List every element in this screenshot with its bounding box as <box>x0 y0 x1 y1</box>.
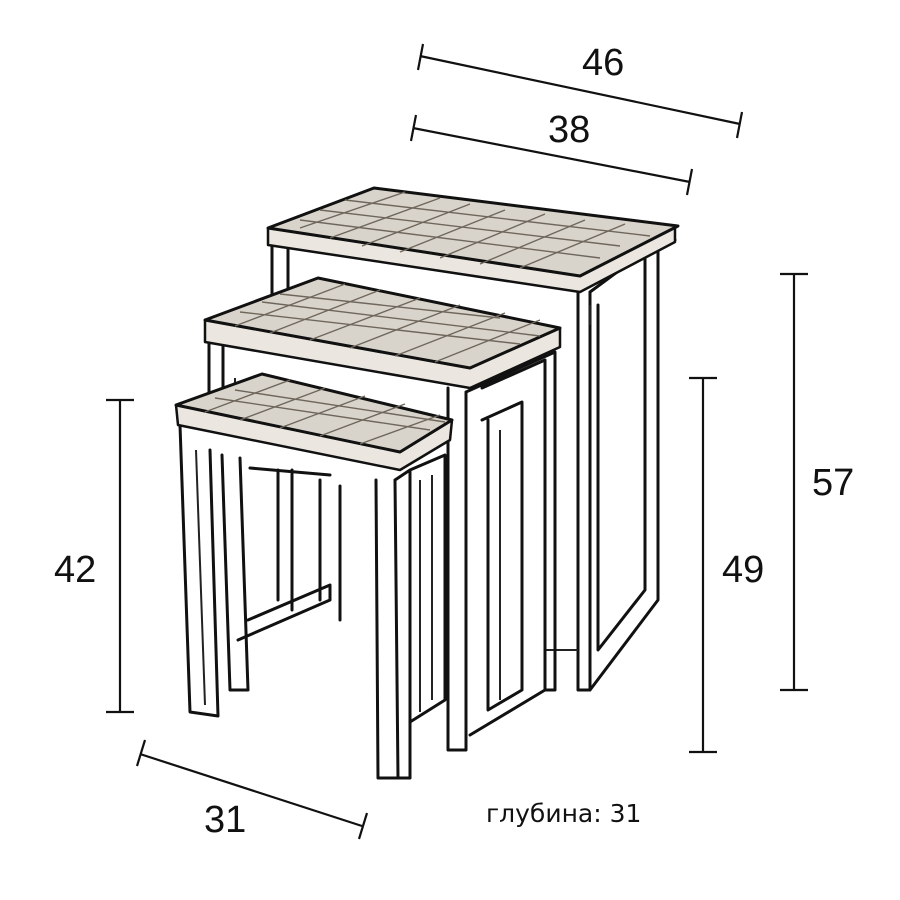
dim-label-57: 57 <box>812 462 854 504</box>
dimension-height-medium: 49 <box>689 376 764 754</box>
small-table <box>174 372 454 780</box>
small-table-side-rails <box>195 449 433 712</box>
dim-tick <box>409 114 418 142</box>
dim-tick <box>416 43 425 71</box>
large-table-wood-grain <box>299 191 651 269</box>
small-table-wood-grain <box>204 379 446 445</box>
dim-tick <box>685 168 694 196</box>
dim-label-31: 31 <box>204 799 246 841</box>
large-table-top <box>266 186 680 278</box>
dim-label-49: 49 <box>722 549 764 591</box>
dim-label-38: 38 <box>548 109 590 151</box>
dimension-width-medium: 38 <box>409 109 694 196</box>
dim-line-31 <box>139 752 363 828</box>
dim-line-38 <box>412 126 691 184</box>
large-table-inner-rail <box>545 305 591 651</box>
medium-table-top <box>203 276 562 370</box>
medium-table-wood-grain <box>234 283 541 363</box>
dim-tick <box>735 111 744 139</box>
large-table-right-frame <box>576 238 677 692</box>
large-table <box>266 186 680 692</box>
dim-tick <box>357 812 369 840</box>
dimension-height-small: 42 <box>54 398 134 714</box>
dimension-height-large: 57 <box>780 272 854 692</box>
dim-line-46 <box>419 54 741 126</box>
depth-note: глубина: 31 <box>486 799 641 828</box>
dim-tick <box>135 739 147 767</box>
dim-label-42: 42 <box>54 549 96 591</box>
medium-table <box>203 276 562 752</box>
dim-label-46: 46 <box>582 42 624 84</box>
dimension-width-small: 31 <box>135 739 369 841</box>
dimension-width-large: 46 <box>416 42 744 139</box>
small-table-legs <box>178 423 447 780</box>
